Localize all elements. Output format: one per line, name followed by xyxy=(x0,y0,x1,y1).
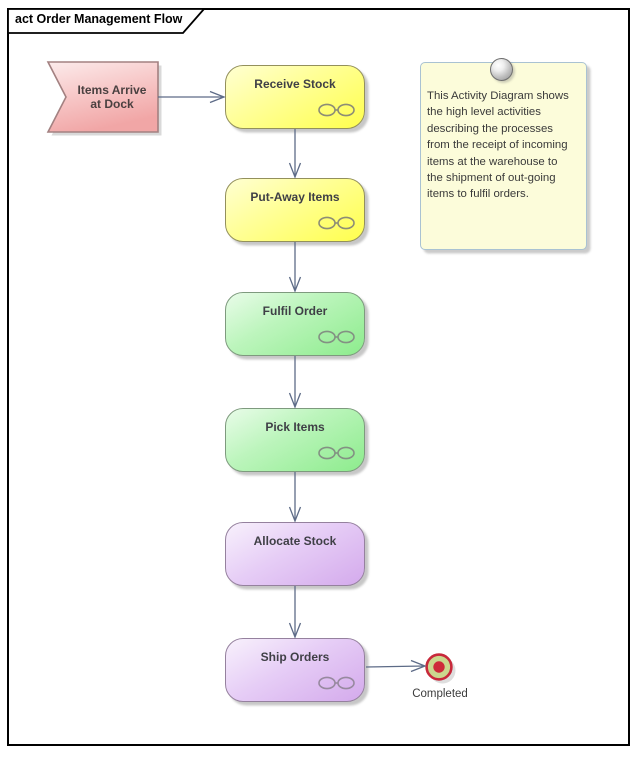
activity-label: Receive Stock xyxy=(254,77,336,91)
activity-label: Ship Orders xyxy=(260,650,330,664)
activity-pick-items[interactable]: Pick Items xyxy=(225,408,365,472)
final-node-label: Completed xyxy=(412,688,468,700)
activity-label: Put-Away Items xyxy=(250,190,340,204)
diagram-frame xyxy=(7,8,630,746)
composite-icon xyxy=(318,330,355,344)
activity-final-node[interactable] xyxy=(422,650,460,688)
flow-arrow-pick-items-to-allocate-stock[interactable] xyxy=(288,472,302,523)
flow-arrow-receive-stock-to-put-away-items[interactable] xyxy=(288,129,302,179)
flow-arrow-fulfil-order-to-pick-items[interactable] xyxy=(288,356,302,409)
flow-arrow-ship-orders-to-completed[interactable] xyxy=(365,659,427,673)
activity-label: Pick Items xyxy=(265,420,325,434)
composite-icon xyxy=(318,216,355,230)
composite-icon xyxy=(318,446,355,460)
composite-icon xyxy=(318,103,355,117)
activity-ship-orders[interactable]: Ship Orders xyxy=(225,638,365,702)
flow-arrow-items-arrive-to-receive-stock[interactable] xyxy=(158,90,226,104)
activity-put-away-items[interactable]: Put-Away Items xyxy=(225,178,365,242)
activity-label: Fulfil Order xyxy=(262,304,328,318)
accept-event-items-arrive[interactable] xyxy=(44,58,168,140)
note-text: This Activity Diagram shows the high lev… xyxy=(427,90,569,201)
activity-allocate-stock[interactable]: Allocate Stock xyxy=(225,522,365,586)
activity-fulfil-order[interactable]: Fulfil Order xyxy=(225,292,365,356)
frame-tab xyxy=(7,8,206,34)
note-pin-icon xyxy=(490,58,513,81)
activity-receive-stock[interactable]: Receive Stock xyxy=(225,65,365,129)
flow-arrow-put-away-items-to-fulfil-order[interactable] xyxy=(288,242,302,293)
flow-arrow-allocate-stock-to-ship-orders[interactable] xyxy=(288,586,302,639)
frame-title: act Order Management Flow xyxy=(15,12,183,26)
note[interactable]: This Activity Diagram shows the high lev… xyxy=(420,62,587,250)
accept-event-label: Items Arrive at Dock xyxy=(77,83,147,111)
activity-label: Allocate Stock xyxy=(253,534,337,548)
composite-icon xyxy=(318,676,355,690)
accept-event-shape xyxy=(46,61,162,136)
